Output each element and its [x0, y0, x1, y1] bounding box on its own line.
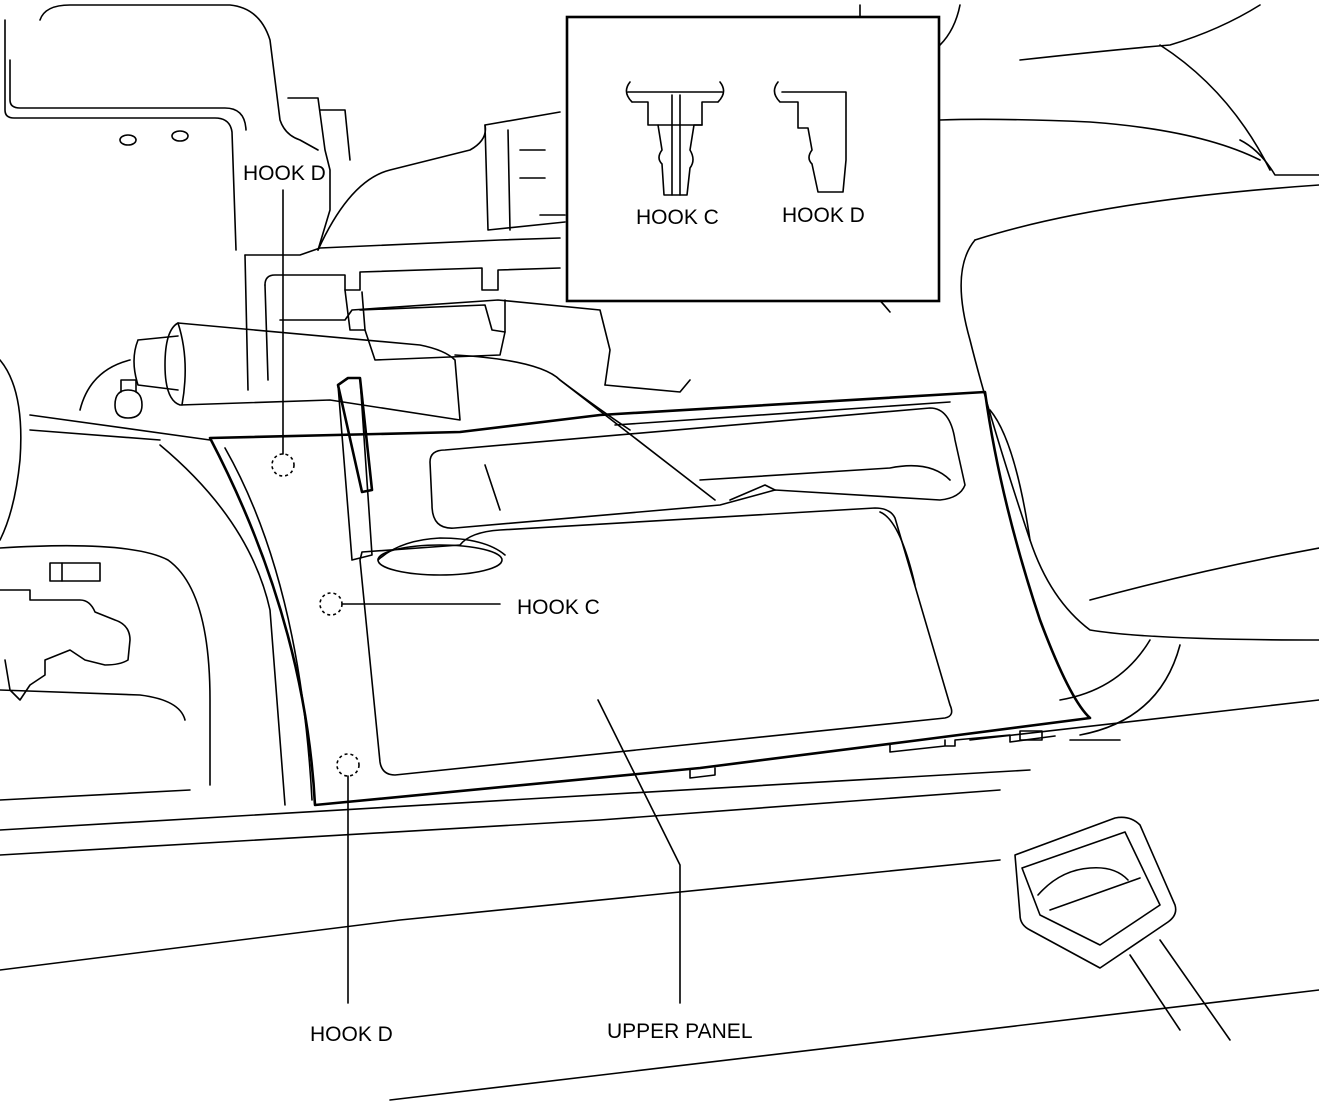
- inset-label-hook-d: HOOK D: [782, 204, 865, 227]
- hook-d-top-marker: [271, 453, 295, 477]
- hook-detail-inset: HOOK C HOOK D: [565, 15, 941, 303]
- label-hook-d-top: HOOK D: [243, 162, 326, 185]
- background-structure: [0, 4, 1319, 1101]
- hook-d-profile: [773, 81, 847, 193]
- hook-c-marker: [319, 592, 343, 616]
- hook-d-bottom-marker: [336, 753, 360, 777]
- inset-label-hook-c: HOOK C: [636, 206, 719, 229]
- upper-panel-part: [208, 376, 1092, 807]
- label-hook-c: HOOK C: [517, 596, 600, 619]
- label-upper-panel: UPPER PANEL: [607, 1020, 753, 1043]
- hook-c-profile: [625, 81, 725, 196]
- leader-upper-panel: [597, 699, 681, 1004]
- label-hook-d-bottom: HOOK D: [310, 1023, 393, 1046]
